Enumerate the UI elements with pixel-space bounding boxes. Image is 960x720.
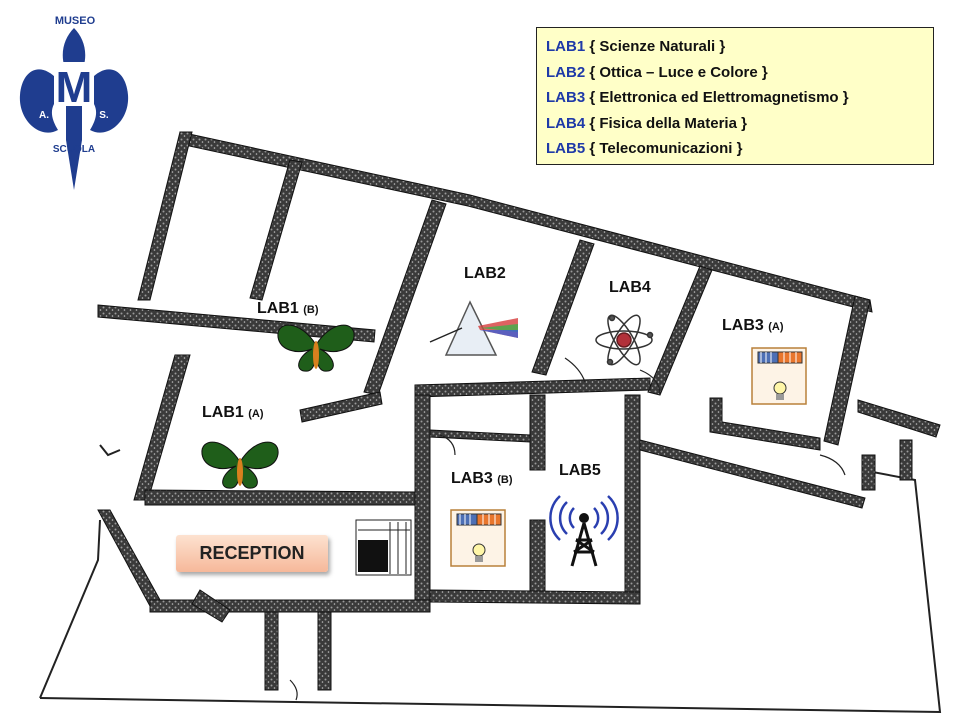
room-label-lab1a: LAB1 (A) (202, 404, 264, 421)
butterfly-icon (201, 441, 279, 489)
staircase (355, 519, 412, 576)
room-label-lab2: LAB2 (464, 265, 506, 282)
legend-item: LAB2 { Ottica – Luce e Colore } (546, 63, 768, 81)
antenna-icon (549, 495, 619, 567)
reception-label: RECEPTION (199, 543, 305, 563)
doors (289, 357, 846, 701)
legend-item: LAB1 { Scienze Naturali } (546, 38, 726, 55)
room-label-lab5: LAB5 (559, 462, 601, 479)
room-label-lab3a: LAB3 (A) (722, 317, 784, 334)
legend-item: LAB4 { Fisica della Materia } (546, 114, 747, 132)
outer-boundary (39, 444, 942, 714)
room-label-lab1b: LAB1 (B) (257, 300, 319, 317)
butterfly-icon (277, 324, 355, 372)
legend-item: LAB3 { Elettronica ed Elettromagnetismo … (546, 89, 849, 106)
museo-scuola-logo: MUSEO M A. S. SCUOLA (19, 15, 129, 190)
legend-box: LAB1 { Scienze Naturali } LAB2 { Ottica … (536, 27, 934, 165)
atom-icon (595, 314, 654, 366)
circuit-icon (450, 509, 506, 567)
prism-icon (429, 300, 518, 356)
room-label-lab3b: LAB3 (B) (451, 470, 513, 487)
logo-top-text: MUSEO (55, 15, 96, 27)
walls (97, 131, 941, 691)
logo-bottom-text: SCUOLA (53, 144, 95, 155)
reception-badge: RECEPTION (176, 535, 328, 572)
logo-letter-a: A. (39, 110, 49, 121)
logo-letter-m: M (56, 63, 93, 112)
room-label-lab4: LAB4 (609, 279, 651, 296)
fleur-de-lis-icon (19, 28, 129, 190)
logo-letter-s: S. (99, 110, 109, 121)
legend-item: LAB5 { Telecomunicazioni } (546, 140, 743, 157)
circuit-icon (751, 347, 807, 405)
